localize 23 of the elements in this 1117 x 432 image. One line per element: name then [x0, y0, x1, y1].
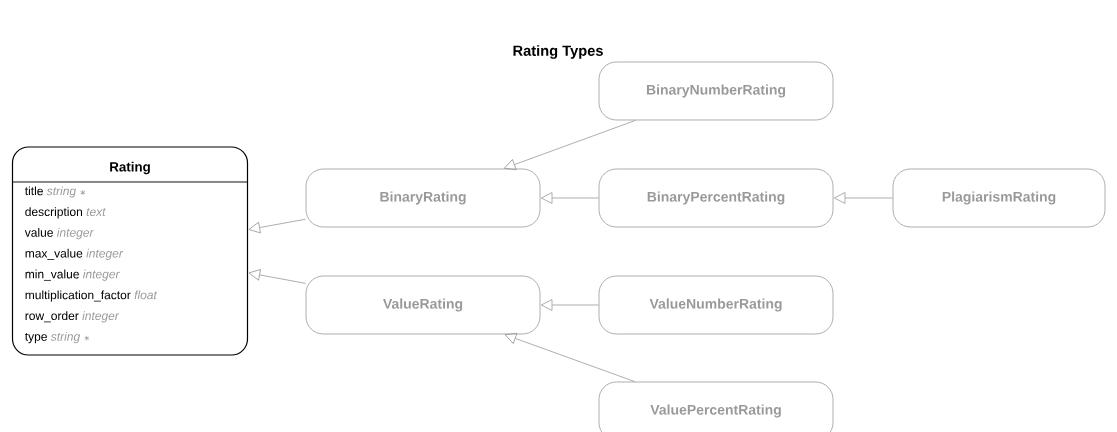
- inheritance-arrow: [504, 332, 636, 382]
- inheritance-arrow: [540, 192, 599, 204]
- inheritance-arrow: [540, 299, 599, 311]
- inheritance-arrow: [833, 192, 893, 204]
- class-box: ValueNumberRating: [598, 275, 834, 335]
- field-text: max_value integer: [25, 248, 124, 260]
- inheritance-arrow: [248, 269, 306, 284]
- class-box: ValuePercentRating: [598, 381, 834, 432]
- inheritance-arrow: [248, 218, 306, 234]
- inheritance-arrow: [503, 120, 636, 171]
- field-text: description text: [25, 207, 106, 219]
- field-text: type string ∗: [24, 332, 90, 344]
- field-text: min_value integer: [25, 269, 120, 281]
- class-box: PlagiarismRating: [892, 168, 1106, 228]
- class-box: BinaryPercentRating: [598, 168, 834, 228]
- field-text: row_order integer: [25, 311, 120, 323]
- field-text: multiplication_factor float: [25, 290, 158, 302]
- class-box: BinaryRating: [305, 168, 541, 228]
- diagram-title: Rating Types: [513, 45, 603, 59]
- field-text: value integer: [24, 228, 94, 240]
- class-box: ValueRating: [305, 275, 541, 335]
- class-box: BinaryNumberRating: [598, 61, 834, 121]
- field-text: title string ∗: [24, 186, 86, 198]
